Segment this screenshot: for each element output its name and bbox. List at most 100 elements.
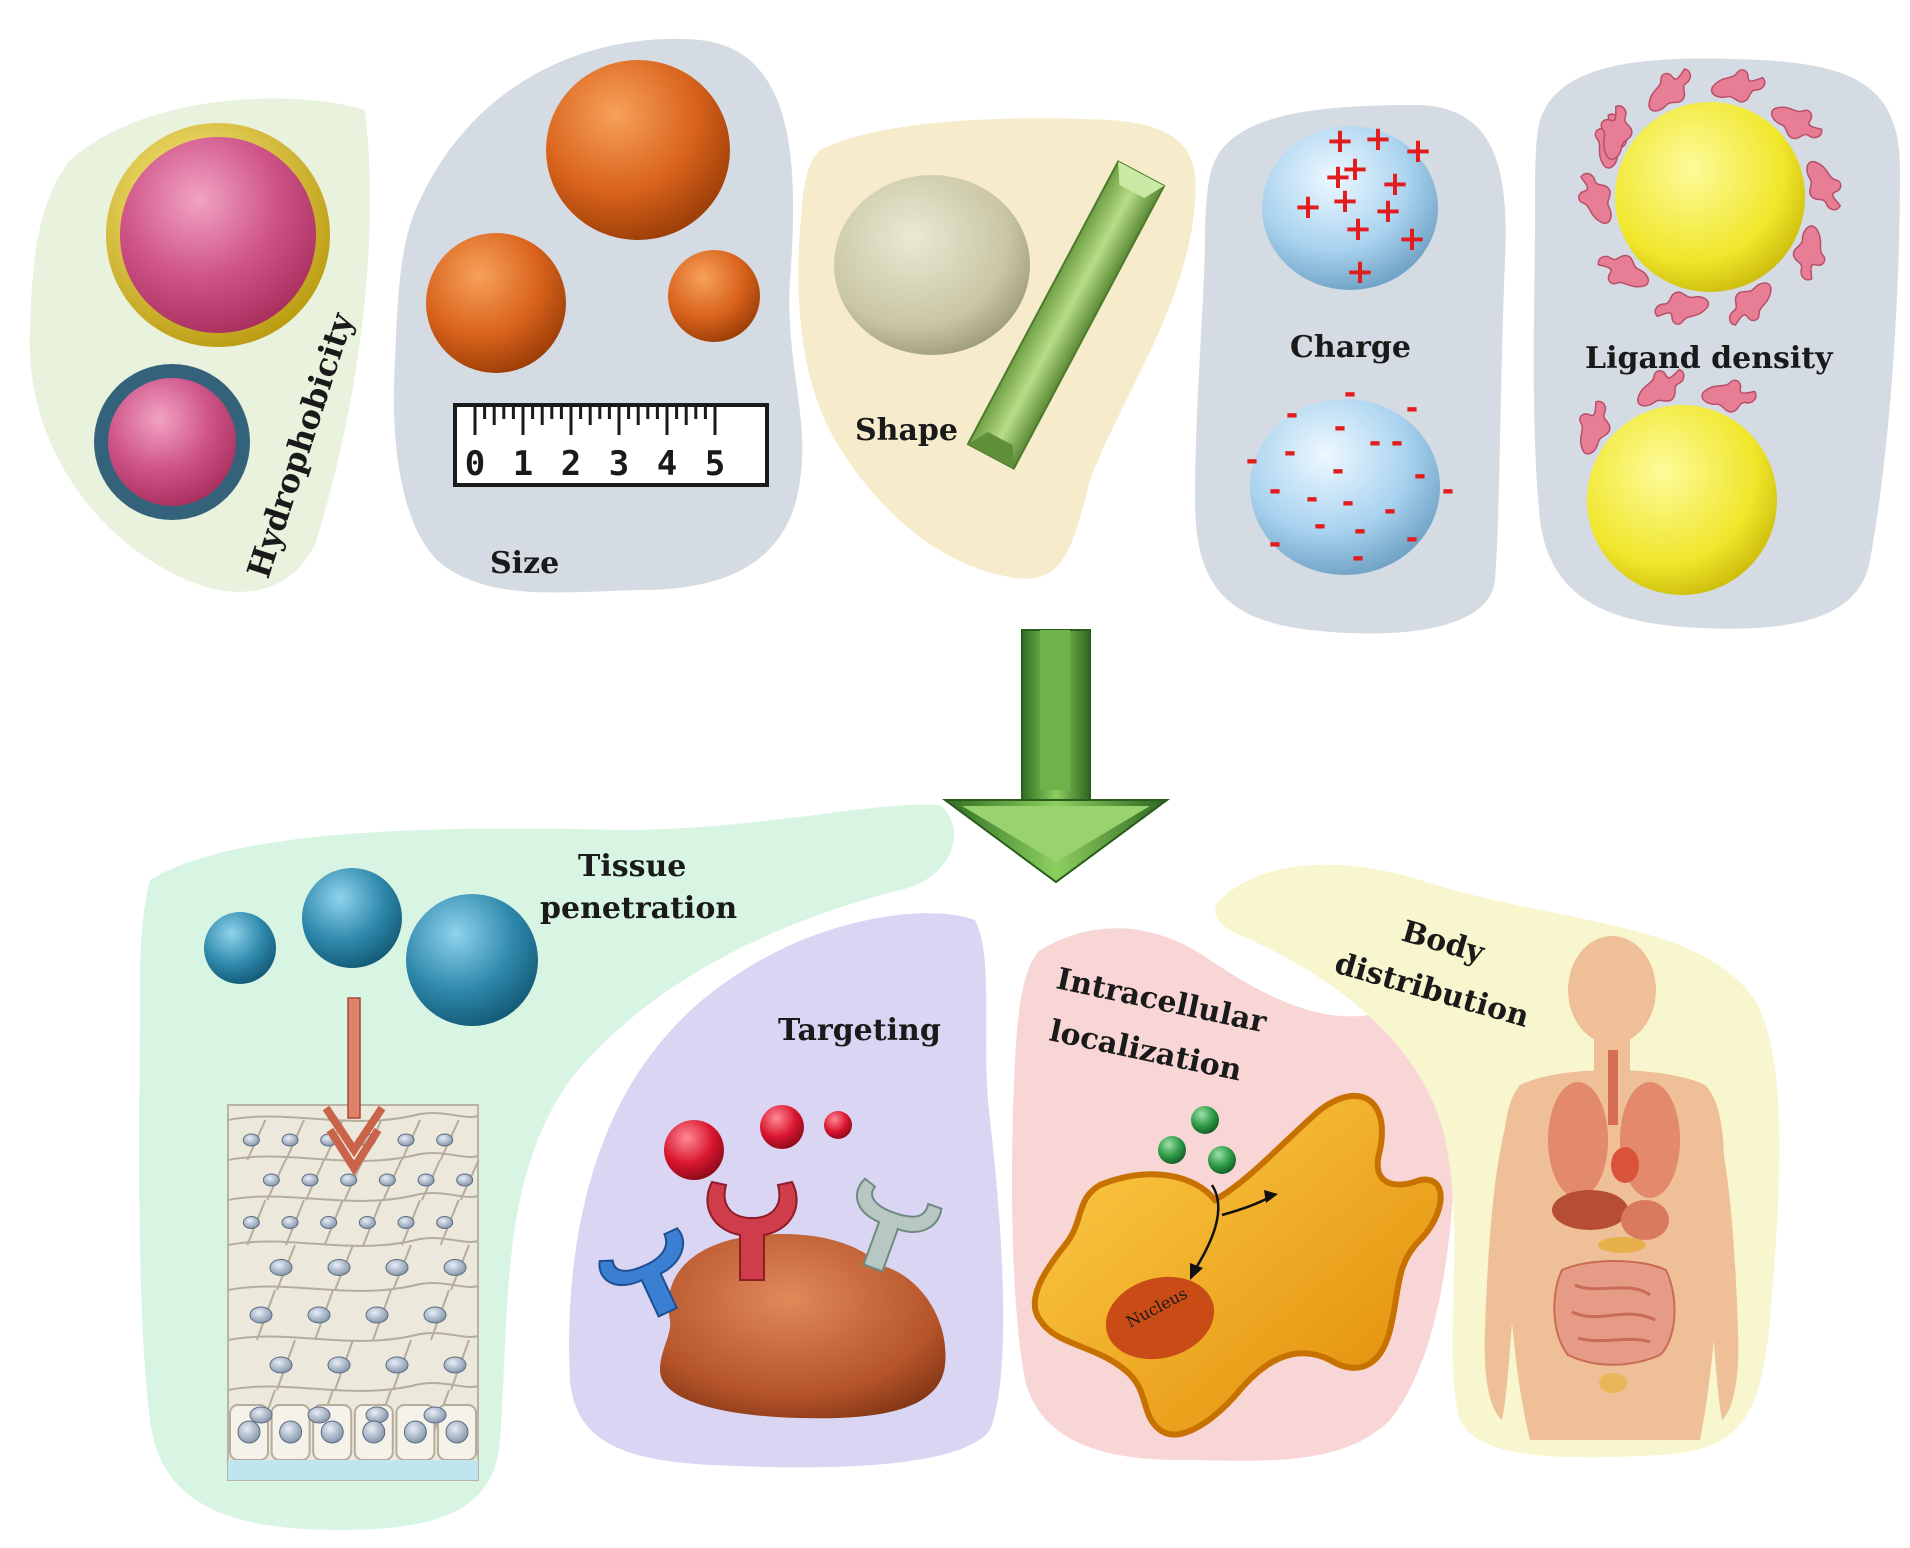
plus-sign: + <box>1294 187 1323 227</box>
rod-particle <box>966 160 1166 470</box>
minus-sign: - <box>1342 485 1354 520</box>
tissue-nucleus <box>327 1356 351 1374</box>
charge-panel: ++++++++++++ Charge -------------------- <box>1195 105 1506 634</box>
tissue-nucleus <box>362 1420 386 1444</box>
shape-label: Shape <box>855 413 958 448</box>
tissue-nucleus <box>327 1259 351 1276</box>
stomach <box>1621 1200 1669 1240</box>
tissue-nucleus <box>249 1406 273 1424</box>
tissue-nucleus <box>358 1216 376 1229</box>
tissue-nucleus <box>307 1306 331 1324</box>
minus-sign: - <box>1246 443 1258 478</box>
tissue-nucleus <box>262 1173 280 1187</box>
gray-receptor <box>856 1177 943 1273</box>
minus-sign: - <box>1406 521 1418 556</box>
ruler-number: 1 <box>513 444 533 484</box>
green-particle-1 <box>1158 1136 1186 1164</box>
tissue-nucleus <box>279 1420 303 1444</box>
left-lung <box>1548 1082 1608 1198</box>
plus-sign: + <box>1381 164 1410 204</box>
small-red-particle <box>824 1111 852 1139</box>
spherical-particle <box>834 175 1030 355</box>
tissue-nucleus <box>443 1356 467 1374</box>
tissue-nucleus <box>320 1216 338 1229</box>
plus-sign: + <box>1346 252 1375 292</box>
blue-receptor <box>598 1227 685 1318</box>
small-teal-particle <box>204 912 276 984</box>
uptake-arrows <box>1190 1184 1278 1280</box>
tissue-nucleus <box>403 1420 427 1444</box>
target-cell <box>660 1234 946 1419</box>
minus-sign: - <box>1344 376 1356 411</box>
green-particle-2 <box>1191 1106 1219 1134</box>
size-label: Size <box>490 546 559 581</box>
large-teal-particle <box>406 894 538 1026</box>
ruler-number: 0 <box>465 444 485 484</box>
minus-sign: - <box>1284 435 1296 470</box>
plus-sign: + <box>1404 131 1433 171</box>
negative-charged-particle <box>1250 399 1440 575</box>
targeting-panel: Targeting <box>569 913 1004 1468</box>
ruler-number: 2 <box>561 444 581 484</box>
down-arrow <box>941 629 1171 884</box>
tissue-nucleus <box>445 1420 469 1444</box>
body-distribution-panel: Body distribution <box>1215 864 1780 1458</box>
tissue-nucleus <box>301 1173 319 1187</box>
tissue-nucleus <box>281 1133 299 1147</box>
small-pink-particle <box>108 378 236 506</box>
internal-organs <box>1548 1050 1680 1393</box>
tissue-nucleus <box>378 1173 396 1187</box>
tissue-nucleus <box>423 1406 447 1424</box>
low-density-particle <box>1587 405 1777 595</box>
tissue-nucleus <box>242 1133 260 1147</box>
ruler-number: 5 <box>705 444 725 484</box>
positive-charged-particle <box>1262 126 1438 290</box>
large-size-particle <box>546 60 730 240</box>
minus-sign: - <box>1384 493 1396 528</box>
ligand-density-label: Ligand density <box>1585 341 1834 376</box>
green-particle-3 <box>1208 1146 1236 1174</box>
minus-sign: - <box>1314 508 1326 543</box>
nucleus <box>1105 1276 1215 1360</box>
tissue-nucleus <box>385 1356 409 1374</box>
tissue-nucleus <box>320 1420 344 1444</box>
bladder <box>1599 1373 1627 1393</box>
charge-label: Charge <box>1290 330 1411 365</box>
intracellular-panel: Intracellular localization Nucleus <box>1012 928 1456 1461</box>
tissue-section <box>227 1104 480 1481</box>
minus-sign: - <box>1269 526 1281 561</box>
tissue-nucleus <box>242 1216 260 1229</box>
plus-sign: + <box>1398 219 1427 259</box>
plus-sign: + <box>1331 181 1360 221</box>
negative-charges: -------------------- <box>1246 376 1454 575</box>
minus-sign: - <box>1442 473 1454 508</box>
tissue-nucleus <box>307 1406 331 1424</box>
tissue-nucleus <box>281 1216 299 1229</box>
minus-sign: - <box>1406 391 1418 426</box>
plus-sign: + <box>1326 121 1355 161</box>
minus-sign: - <box>1334 410 1346 445</box>
tissue-nucleus <box>365 1406 389 1424</box>
plus-sign: + <box>1324 157 1353 197</box>
tissue-nucleus <box>340 1173 358 1187</box>
heart <box>1611 1147 1639 1183</box>
small-size-particle <box>668 250 760 342</box>
tissue-label-line2: penetration <box>540 891 737 926</box>
minus-sign: - <box>1306 481 1318 516</box>
ruler-number: 3 <box>609 444 629 484</box>
medium-size-particle <box>426 233 566 373</box>
plus-sign: + <box>1344 209 1373 249</box>
minus-sign: - <box>1369 425 1381 460</box>
trachea <box>1608 1050 1618 1125</box>
minus-sign: - <box>1414 458 1426 493</box>
positive-charges: ++++++++++++ <box>1294 119 1433 292</box>
tissue-nucleus <box>456 1173 474 1187</box>
minus-sign: - <box>1391 425 1403 460</box>
shape-panel: Shape <box>798 118 1196 579</box>
tissue-nucleus <box>269 1259 293 1276</box>
large-pink-particle <box>120 137 316 333</box>
medium-teal-particle <box>302 868 402 968</box>
